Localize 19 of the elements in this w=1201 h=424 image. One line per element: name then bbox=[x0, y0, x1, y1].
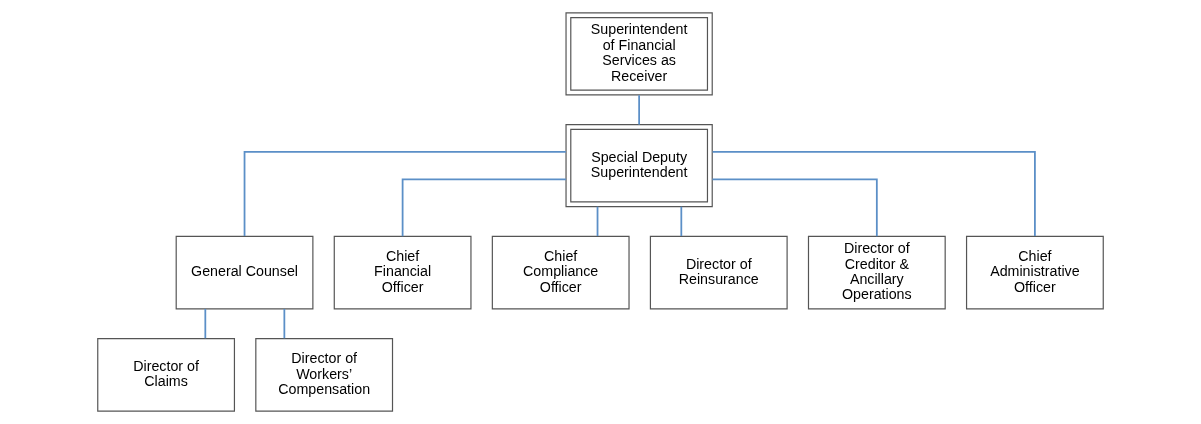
connector bbox=[204, 308, 207, 340]
connector bbox=[680, 205, 683, 237]
node-box: Special Deputy Superintendent bbox=[565, 124, 713, 208]
node-box: Chief Compliance Officer bbox=[491, 235, 630, 310]
connector bbox=[243, 151, 567, 237]
connector bbox=[596, 205, 599, 237]
connector bbox=[283, 308, 286, 340]
node-box: General Counsel bbox=[175, 235, 314, 310]
connector bbox=[711, 151, 1036, 237]
node-box: Chief Administrative Officer bbox=[965, 235, 1104, 310]
node-box: Director of Reinsurance bbox=[649, 235, 788, 310]
node-box: Superintendent of Financial Services as Receiver bbox=[565, 12, 713, 96]
node-box: Director of Creditor & Ancillary Operations bbox=[807, 235, 946, 310]
connector bbox=[638, 94, 640, 126]
node-box: Chief Financial Officer bbox=[333, 235, 472, 310]
node-box: Director of Claims bbox=[97, 338, 236, 412]
connector bbox=[711, 178, 878, 238]
connector bbox=[401, 178, 567, 238]
node-box: Director of Workers’ Compensation bbox=[255, 338, 394, 412]
